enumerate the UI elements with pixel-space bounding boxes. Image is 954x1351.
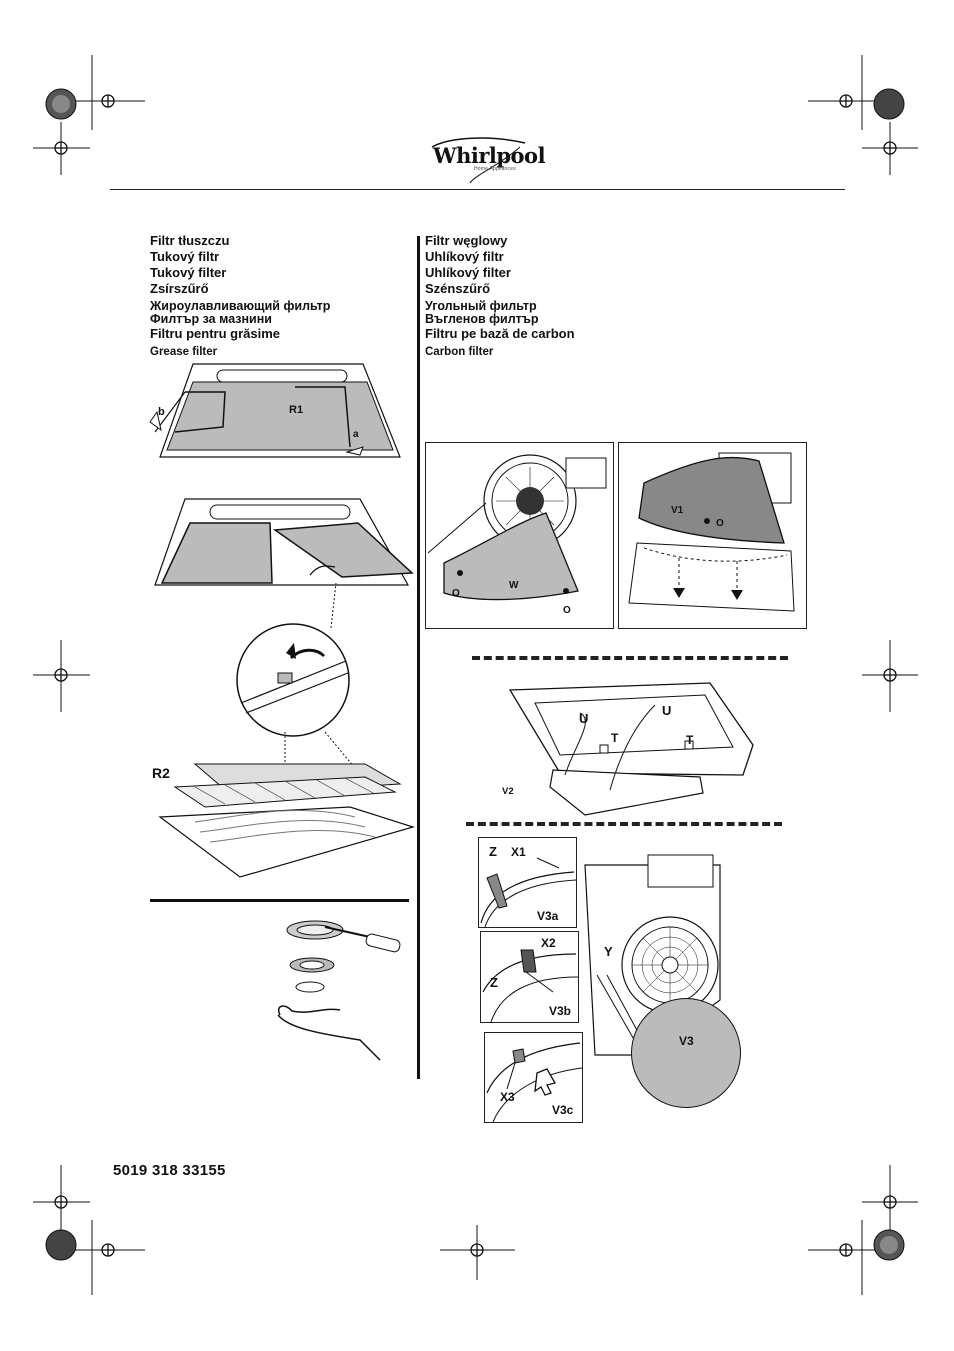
figure-r1-hood — [149, 363, 401, 458]
label-b: b — [158, 406, 165, 418]
grease-filter-titles: Filtr tłuszczu Tukový filtr Tukový filte… — [150, 233, 330, 360]
carbon-title-cs: Uhlíkový filtr — [425, 249, 504, 264]
grease-title-en: Grease filter — [150, 346, 218, 358]
label-o-2: O — [563, 605, 571, 616]
label-a: a — [353, 429, 359, 440]
carbon-filter-titles: Filtr węglowy Uhlíkový filtr Uhlíkový fi… — [425, 233, 575, 360]
carbon-title-hu: Szénszűrő — [425, 281, 491, 296]
dashed-divider-2 — [466, 822, 782, 826]
figure-carbon-w-panel: W O O — [425, 442, 614, 629]
label-r2: R2 — [152, 765, 170, 781]
label-r1: R1 — [289, 404, 304, 416]
brand-tagline: Home Appliances — [474, 166, 516, 172]
grease-title-pl: Filtr tłuszczu — [150, 233, 230, 248]
figure-v3c-detail: X3 V3c — [484, 1032, 583, 1123]
label-o-3: O — [716, 518, 724, 529]
grease-title-bg: Филтър за мазнини — [150, 312, 272, 326]
figure-v3-disc — [631, 998, 741, 1108]
grease-title-hu: Zsírszűrő — [150, 281, 209, 296]
label-z-1: Z — [489, 844, 497, 859]
label-u-1: U — [579, 711, 589, 726]
grease-title-cs: Tukový filtr — [150, 249, 220, 264]
brand-name: Whirlpool — [433, 143, 546, 168]
label-x1: X1 — [511, 845, 526, 859]
carbon-title-ro: Filtru pe bază de carbon — [425, 326, 575, 341]
label-t-1: T — [611, 731, 619, 745]
label-v3a: V3a — [537, 909, 559, 923]
grease-title-ru: Жироулавливающий фильтр — [150, 299, 331, 313]
grease-title-ro: Filtru pentru grăsime — [150, 326, 281, 341]
label-v3c: V3c — [552, 1103, 574, 1117]
figure-lamp-replacement — [277, 920, 401, 1061]
label-x2: X2 — [541, 936, 556, 950]
figure-carbon-v1-panel: V1 O — [618, 442, 807, 629]
carbon-title-ru: Угольный фильтр — [425, 299, 537, 313]
dashed-divider-1 — [472, 656, 788, 660]
label-y: Y — [604, 944, 613, 959]
label-v3: V3 — [679, 1034, 694, 1048]
carbon-title-sk: Uhlíkový filter — [425, 265, 511, 280]
figure-v2-hood — [508, 682, 754, 816]
whirlpool-logo: Whirlpool Home Appliances — [430, 135, 546, 185]
figure-r2-mesh-filter — [158, 731, 416, 878]
label-t-2: T — [686, 733, 694, 747]
label-v1: V1 — [671, 505, 684, 516]
label-z-2: Z — [490, 975, 498, 990]
label-o-1: O — [452, 588, 460, 599]
figure-v3a-detail: Z X1 V3a — [478, 837, 577, 928]
header-rule — [110, 189, 845, 190]
grease-title-sk: Tukový filter — [150, 265, 227, 280]
column-divider — [417, 236, 420, 1079]
carbon-title-pl: Filtr węglowy — [425, 233, 508, 248]
label-x3: X3 — [500, 1090, 515, 1104]
section-divider — [150, 899, 409, 902]
carbon-title-bg: Въгленов филтър — [425, 312, 539, 326]
label-v2: V2 — [502, 786, 514, 797]
carbon-title-en: Carbon filter — [425, 346, 494, 358]
label-u-2: U — [662, 703, 672, 718]
label-w: W — [509, 580, 519, 591]
label-v3b: V3b — [549, 1004, 572, 1018]
figure-v3b-detail: X2 Z V3b — [480, 931, 579, 1023]
figure-filter-removal — [154, 498, 414, 586]
figure-filter-latch-zoom — [236, 582, 350, 737]
part-number: 5019 318 33155 — [113, 1162, 226, 1179]
